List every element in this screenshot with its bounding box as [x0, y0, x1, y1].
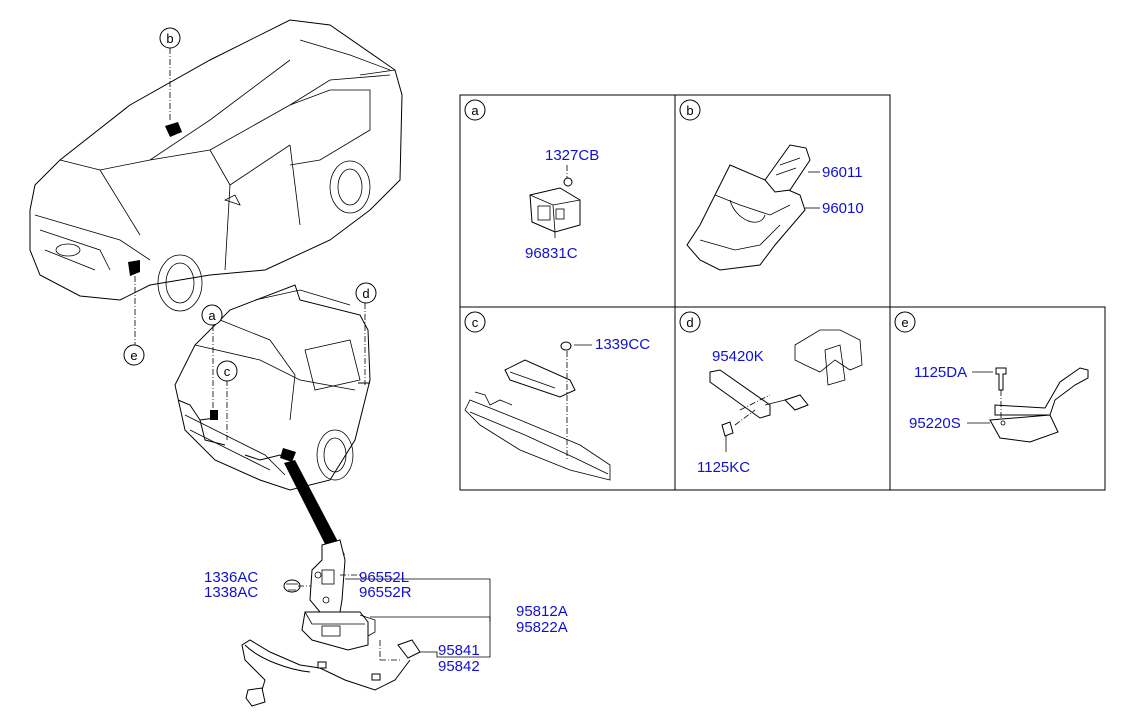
detail-arrow [284, 460, 345, 555]
svg-text:96011: 96011 [822, 164, 863, 181]
svg-text:e: e [130, 348, 137, 363]
svg-text:a: a [471, 103, 479, 118]
svg-text:1339CC: 1339CC [595, 336, 650, 353]
svg-text:1125DA: 1125DA [914, 364, 967, 381]
callout-d: d [355, 282, 377, 304]
svg-text:96831C: 96831C [525, 245, 578, 262]
svg-text:1327CB: 1327CB [545, 147, 599, 164]
svg-text:95420K: 95420K [712, 348, 764, 365]
svg-text:1338AC: 1338AC [204, 584, 258, 601]
svg-text:95842: 95842 [438, 658, 480, 675]
panel-d: d 95420K 1125KC [679, 311, 863, 476]
svg-text:d: d [686, 315, 693, 330]
svg-text:c: c [224, 364, 231, 379]
panel-c: c 1339CC [464, 311, 650, 481]
callout-a: a [201, 304, 223, 326]
svg-text:95822A: 95822A [516, 619, 568, 636]
rear-car-illustration [174, 284, 371, 491]
detail-panels-frame [459, 94, 1106, 491]
svg-text:b: b [686, 103, 693, 118]
svg-text:a: a [208, 308, 216, 323]
svg-text:b: b [166, 31, 173, 46]
svg-text:1336AC: 1336AC [204, 569, 258, 586]
main-part-labels: 1336AC 1338AC 96552L 96552R 95812A 95822… [204, 569, 568, 675]
svg-text:95812A: 95812A [516, 603, 568, 620]
main-assembly [241, 539, 491, 707]
callout-e: e [123, 344, 145, 366]
svg-text:96552L: 96552L [359, 569, 409, 586]
callout-b: b [159, 27, 181, 49]
front-car-illustration [29, 19, 403, 345]
svg-text:95841: 95841 [438, 642, 480, 659]
panel-e: e 1125DA 95220S [894, 311, 1089, 443]
svg-text:1125KC: 1125KC [697, 459, 750, 476]
panel-b: b 96011 96010 [679, 99, 864, 271]
panel-a: a 1327CB 96831C [464, 99, 599, 262]
svg-text:96010: 96010 [822, 200, 864, 217]
svg-text:95220S: 95220S [909, 415, 961, 432]
callout-c: c [216, 360, 238, 382]
svg-text:e: e [901, 315, 908, 330]
svg-text:96552R: 96552R [359, 584, 412, 601]
svg-text:d: d [362, 286, 369, 301]
svg-text:c: c [472, 315, 479, 330]
